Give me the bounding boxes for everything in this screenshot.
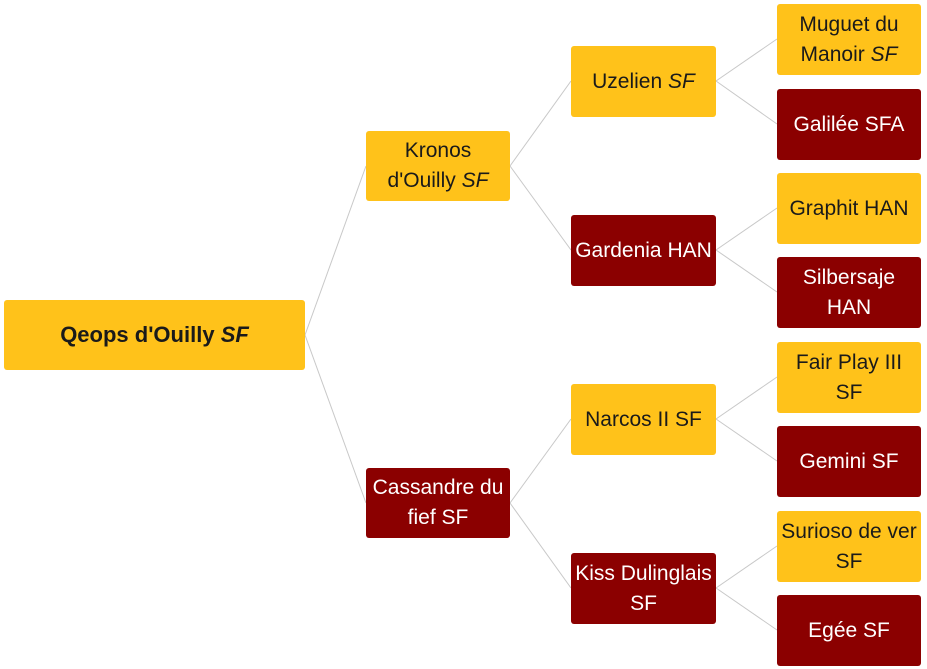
horse-name: Gardenia HAN	[575, 238, 712, 262]
horse-name: Fair Play III SF	[795, 350, 903, 404]
horse-name: Uzelien	[592, 69, 663, 93]
horse-studbook: SF	[668, 69, 695, 93]
horse-node-dss: Fair Play III SF	[777, 342, 921, 413]
horse-node-dds: Surioso de ver SF	[777, 511, 921, 582]
connector	[509, 165, 572, 251]
connector	[715, 376, 778, 420]
horse-name: Gemini SF	[799, 449, 899, 473]
horse-name: Silbersaje HAN	[802, 265, 896, 319]
horse-node-dam-sire: Narcos II SF	[571, 384, 716, 455]
horse-name: Narcos II SF	[585, 407, 702, 431]
horse-name: Qeops d'Ouilly	[60, 322, 215, 347]
connector	[509, 80, 572, 167]
horse-name: Muguet du Manoir	[799, 12, 899, 66]
horse-node-dam-dam: Kiss Dulinglais SF	[571, 553, 716, 624]
connector	[715, 587, 778, 631]
connector	[715, 249, 778, 293]
horse-name: Galilée SFA	[793, 112, 905, 136]
horse-node-sire-sire: Uzelien SF	[571, 46, 716, 117]
horse-name: Egée SF	[808, 618, 890, 642]
connector	[715, 207, 778, 251]
horse-node-dsd: Gemini SF	[777, 426, 921, 497]
horse-studbook: SF	[220, 322, 249, 347]
horse-node-dam: Cassandre du fief SF	[366, 468, 510, 538]
connector	[509, 418, 572, 504]
connector	[509, 502, 572, 589]
horse-studbook: SF	[870, 42, 898, 66]
horse-node-sire: Kronos d'Ouilly SF	[366, 131, 510, 201]
horse-node-ddd: Egée SF	[777, 595, 921, 666]
horse-name: Kiss Dulinglais SF	[575, 561, 712, 615]
horse-name: Graphit HAN	[789, 196, 909, 220]
connector	[304, 165, 367, 336]
horse-node-ssd: Galilée SFA	[777, 89, 921, 160]
horse-node-sss: Muguet du Manoir SF	[777, 4, 921, 75]
connector	[715, 545, 778, 589]
horse-studbook: SF	[461, 169, 489, 192]
horse-node-root: Qeops d'Ouilly SF	[4, 300, 305, 370]
horse-node-sds: Graphit HAN	[777, 173, 921, 244]
connector	[304, 334, 367, 504]
connector	[715, 418, 778, 462]
horse-name: Cassandre du fief SF	[372, 476, 504, 529]
horse-name: Kronos d'Ouilly	[387, 139, 472, 192]
horse-node-sire-dam: Gardenia HAN	[571, 215, 716, 286]
horse-node-sdd: Silbersaje HAN	[777, 257, 921, 328]
connector	[715, 80, 778, 125]
connector	[715, 38, 778, 82]
horse-name: Surioso de ver SF	[781, 519, 917, 573]
